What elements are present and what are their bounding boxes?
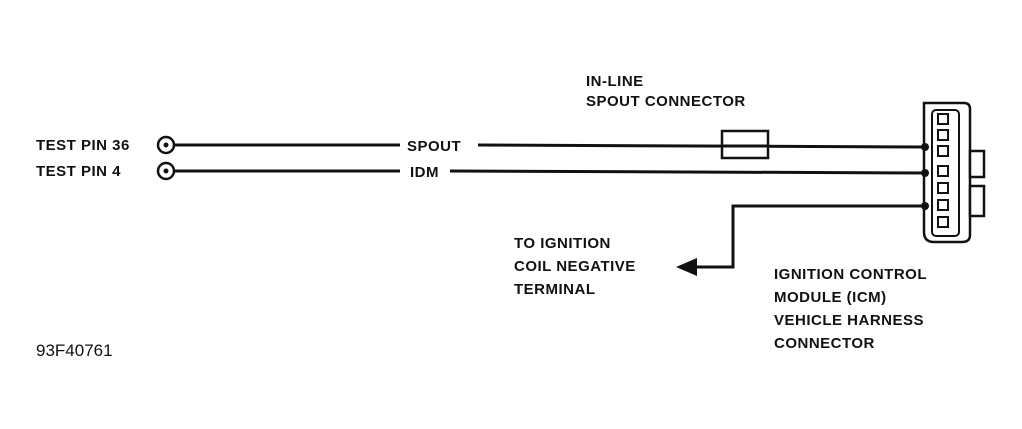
test-pin-4-terminal — [156, 161, 176, 181]
inline-connector-label-line1: IN-LINE — [586, 73, 644, 90]
test-pin-36-label: TEST PIN 36 — [36, 137, 130, 154]
inline-connector-label-line2: SPOUT CONNECTOR — [586, 93, 746, 110]
icm-label-line2: MODULE (ICM) — [774, 289, 887, 306]
spout-wire-label: SPOUT — [407, 138, 461, 155]
icm-label-line1: IGNITION CONTROL — [774, 266, 927, 283]
idm-wire — [174, 169, 927, 175]
ignition-coil-label-line1: TO IGNITION — [514, 235, 611, 252]
idm-wire-label: IDM — [410, 164, 439, 181]
ignition-coil-label-line3: TERMINAL — [514, 281, 596, 298]
spout-wire — [174, 143, 927, 149]
figure-id: 93F40761 — [36, 341, 113, 360]
test-pin-36-terminal — [156, 135, 176, 155]
ignition-coil-label-line2: COIL NEGATIVE — [514, 258, 636, 275]
icm-label-line4: CONNECTOR — [774, 335, 875, 352]
icm-harness-connector — [921, 101, 986, 244]
test-pin-4-label: TEST PIN 4 — [36, 163, 121, 180]
ignition-coil-wire — [676, 204, 926, 276]
icm-label-line3: VEHICLE HARNESS — [774, 312, 924, 329]
